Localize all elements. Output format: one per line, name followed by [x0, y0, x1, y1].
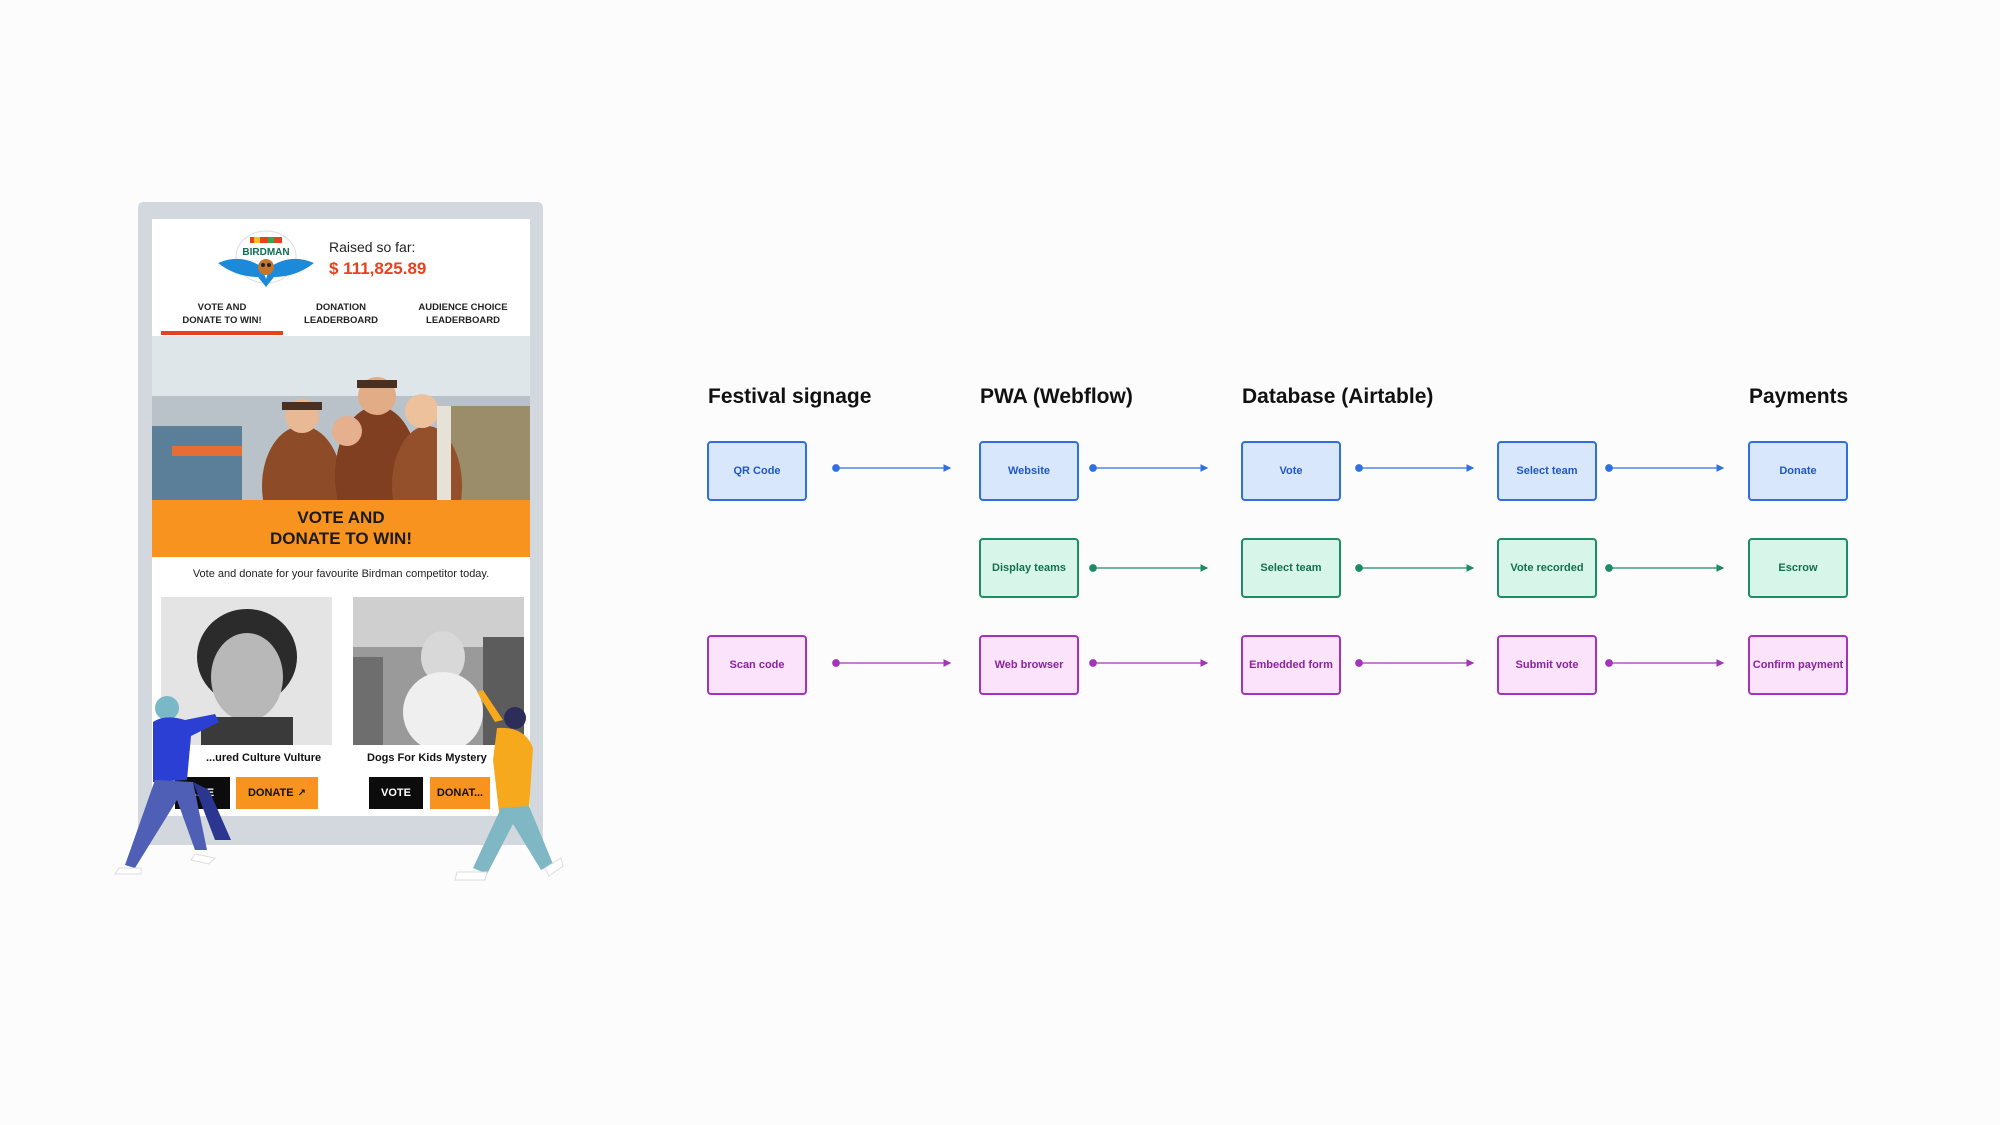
connectors-row-3 [833, 660, 1723, 666]
connectors-row-2 [1090, 565, 1723, 571]
connectors-row-1 [833, 465, 1723, 471]
